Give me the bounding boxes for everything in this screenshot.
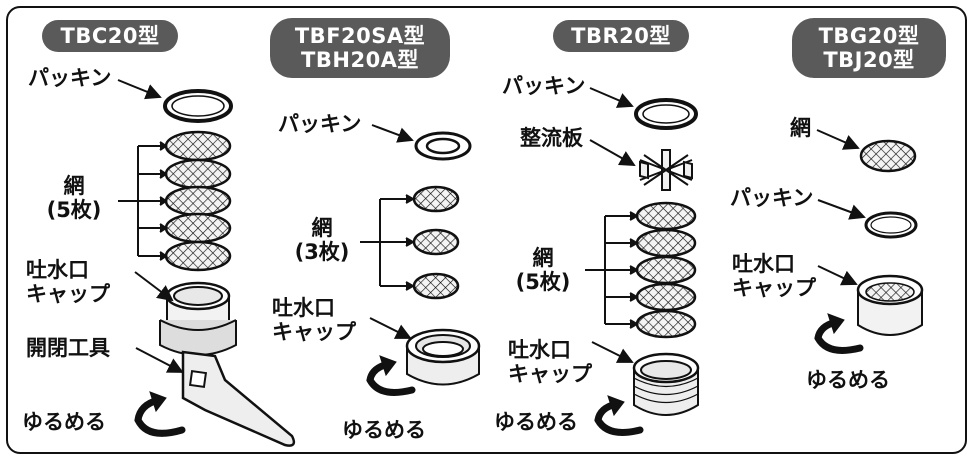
- label-mesh: 網 (3枚): [282, 216, 362, 264]
- spout-cap: [632, 352, 700, 416]
- spout-cap-line1: 吐水口: [508, 338, 571, 362]
- model-badge-tbr20: TBR20型: [553, 20, 689, 52]
- label-flow-plate: 整流板: [520, 126, 583, 150]
- spout-cap-with-tool: [159, 281, 296, 447]
- spout-cap-line1: 吐水口: [26, 258, 89, 282]
- label-spout-cap: 吐水口 キャップ: [272, 296, 356, 344]
- mesh-count: (5枚): [46, 198, 102, 222]
- label-packing: パッキン: [28, 66, 112, 90]
- section-tbf20sa-tbh20a: [360, 124, 481, 396]
- model-name: TBF20SA型: [294, 24, 426, 48]
- label-packing: パッキン: [278, 112, 362, 136]
- label-spout-cap: 吐水口 キャップ: [508, 338, 592, 386]
- diagram-frame: [6, 6, 967, 454]
- mesh-disc: [859, 139, 917, 173]
- label-spout-cap: 吐水口 キャップ: [732, 252, 816, 300]
- mesh-stack: [635, 201, 697, 339]
- leader-line: [117, 79, 162, 100]
- mesh-text: 網: [311, 216, 333, 240]
- mesh-stack: [412, 185, 460, 300]
- label-packing: パッキン: [502, 74, 586, 98]
- model-badge-tbc20: TBC20型: [42, 20, 178, 52]
- spout-cap-line2: キャップ: [272, 320, 356, 344]
- spout-cap: [405, 328, 481, 386]
- label-loosen: ゆるめる: [494, 410, 578, 434]
- model-badge-tbf20sa-tbh20a: TBF20SA型 TBH20A型: [270, 18, 450, 78]
- loosen-arrow: [594, 400, 644, 436]
- spout-cap-line1: 吐水口: [272, 296, 335, 320]
- loosen-arrow: [366, 360, 416, 396]
- mesh-text: 網: [63, 174, 85, 198]
- mesh-text: 網: [532, 246, 554, 270]
- bracket: [379, 198, 410, 287]
- loosen-arrow: [134, 396, 186, 437]
- loosen-arrow: [814, 318, 864, 354]
- label-spout-cap: 吐水口 キャップ: [26, 258, 110, 306]
- spout-cap-line2: キャップ: [26, 282, 110, 306]
- spout-cap-line1: 吐水口: [732, 252, 795, 276]
- section-tbg20-tbj20: [814, 129, 924, 354]
- section-tbc20: [117, 79, 296, 447]
- spout-cap-line2: キャップ: [508, 362, 592, 386]
- model-name: TBJ20型: [823, 48, 915, 72]
- section-tbr20: [585, 87, 700, 436]
- flow-plate: [639, 149, 693, 191]
- mesh-stack: [164, 130, 232, 272]
- spout-cap-line2: キャップ: [732, 276, 816, 300]
- label-packing: パッキン: [730, 186, 814, 210]
- spout-cap: [856, 274, 924, 336]
- label-mesh: 網: [790, 116, 811, 140]
- model-name: TBH20A型: [301, 48, 419, 72]
- label-mesh: 網 (5枚): [30, 174, 118, 222]
- mesh-count: (3枚): [294, 240, 350, 264]
- model-name: TBR20型: [571, 24, 671, 48]
- label-loosen: ゆるめる: [342, 418, 426, 442]
- label-mesh: 網 (5枚): [500, 246, 586, 294]
- model-name: TBC20型: [60, 24, 160, 48]
- mesh-count: (5枚): [515, 270, 571, 294]
- label-loosen: ゆるめる: [22, 410, 106, 434]
- model-name: TBG20型: [818, 24, 920, 48]
- label-opening-tool: 開閉工具: [26, 336, 110, 360]
- bracket: [604, 215, 634, 325]
- model-badge-tbg20-tbj20: TBG20型 TBJ20型: [792, 18, 946, 78]
- label-loosen: ゆるめる: [806, 368, 890, 392]
